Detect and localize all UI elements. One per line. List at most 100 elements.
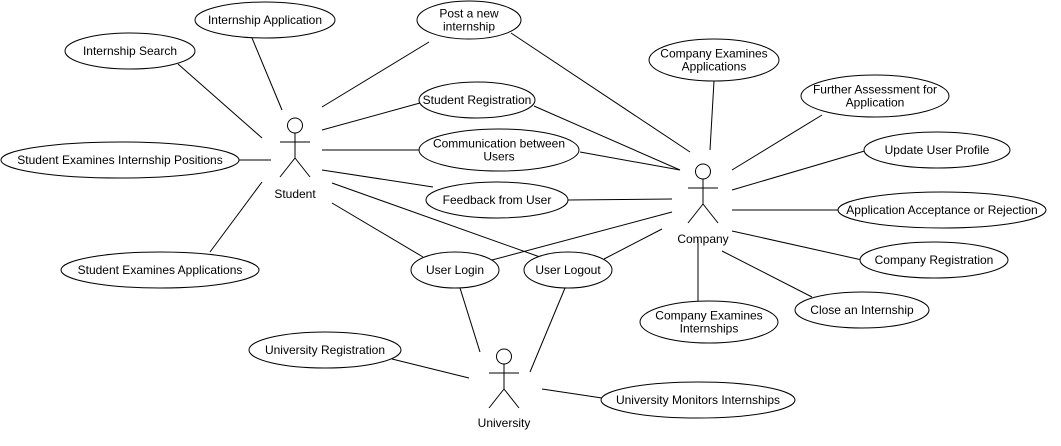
use-case-label: Internship Application: [208, 13, 322, 27]
use-case-label: Application Acceptance or Rejection: [846, 203, 1037, 217]
association-student-student-examines-applications: [209, 181, 263, 253]
association-company-close-internship: [721, 250, 813, 298]
association-company-post-internship: [510, 32, 691, 153]
actor-company[interactable]: Company: [677, 163, 729, 246]
use-case-label: Update User Profile: [885, 143, 990, 157]
association-company-feedback: [567, 198, 673, 201]
use-case-update-profile[interactable]: Update User Profile: [863, 131, 1011, 169]
use-case-ellipse: [416, 0, 522, 40]
association-university-user-login: [459, 287, 481, 353]
use-case-university-registration[interactable]: University Registration: [248, 331, 402, 369]
use-case-ellipse: [863, 131, 1011, 169]
association-student-internship-search: [177, 63, 263, 139]
use-case-ellipse: [639, 300, 779, 344]
actor-left-leg: [279, 157, 296, 178]
use-case-label: University Monitors Internships: [616, 393, 780, 407]
association-university-user-logout: [529, 287, 566, 373]
use-case-label: Company Examines: [660, 47, 767, 61]
actor-head: [287, 117, 303, 134]
use-case-label: University Registration: [265, 343, 385, 357]
use-case-company-registration[interactable]: Company Registration: [859, 241, 1009, 279]
use-case-ellipse: [523, 251, 613, 289]
use-case-label: Applications: [682, 60, 747, 74]
use-case-ellipse: [800, 74, 950, 118]
actor-head: [496, 348, 512, 365]
association-university-university-monitors: [541, 388, 603, 399]
use-case-ellipse: [0, 141, 240, 179]
use-case-close-internship[interactable]: Close an Internship: [794, 291, 930, 329]
association-student-post-internship: [321, 41, 430, 108]
use-case-ellipse: [648, 38, 780, 82]
use-case-label: Internship Search: [83, 44, 177, 58]
actor-label: University: [478, 416, 531, 430]
association-company-communication: [579, 151, 681, 171]
use-case-ellipse: [248, 331, 402, 369]
use-case-university-monitors[interactable]: University Monitors Internships: [600, 381, 796, 419]
use-case-acceptance-rejection[interactable]: Application Acceptance or Rejection: [837, 191, 1047, 229]
actor-label: Company: [677, 232, 728, 246]
use-case-label: Users: [483, 150, 514, 164]
use-case-student-examines-positions[interactable]: Student Examines Internship Positions: [0, 141, 240, 179]
use-case-label: Student Examines Applications: [78, 263, 243, 277]
use-case-label: Company Registration: [875, 253, 994, 267]
association-company-user-logout: [603, 228, 663, 260]
use-case-student-examines-applications[interactable]: Student Examines Applications: [60, 251, 260, 289]
use-case-label: Further Assessment for: [813, 83, 937, 97]
use-case-internship-search[interactable]: Internship Search: [64, 32, 196, 70]
association-student-internship-application: [251, 37, 283, 111]
use-case-ellipse: [418, 128, 580, 172]
association-student-student-registration: [321, 102, 421, 131]
use-case-label: Student Examines Internship Positions: [17, 153, 222, 167]
use-case-label: Student Registration: [423, 93, 532, 107]
association-company-update-profile: [731, 149, 869, 191]
actor-university[interactable]: University: [478, 348, 531, 430]
association-university-university-registration: [391, 358, 470, 379]
use-case-label: Close an Internship: [810, 303, 914, 317]
association-company-student-registration: [533, 105, 681, 171]
use-case-internship-application[interactable]: Internship Application: [194, 1, 336, 39]
use-case-label: User Logout: [535, 263, 601, 277]
use-case-student-registration[interactable]: Student Registration: [418, 81, 536, 119]
use-case-ellipse: [859, 241, 1009, 279]
association-company-company-examines-applications: [709, 80, 715, 151]
use-case-feedback[interactable]: Feedback from User: [425, 181, 569, 219]
association-student-feedback: [321, 169, 434, 188]
association-student-user-login: [331, 202, 424, 258]
use-case-user-login[interactable]: User Login: [410, 251, 500, 289]
use-case-ellipse: [64, 32, 196, 70]
use-case-ellipse: [794, 291, 930, 329]
use-case-ellipse: [194, 1, 336, 39]
use-case-label: Application: [846, 96, 905, 110]
use-case-ellipse: [410, 251, 500, 289]
use-case-label: Post a new: [439, 7, 499, 21]
actor-left-leg: [488, 388, 505, 409]
association-company-company-registration: [731, 230, 863, 261]
use-case-label: User Login: [426, 263, 484, 277]
use-case-user-logout[interactable]: User Logout: [523, 251, 613, 289]
association-company-further-assessment: [731, 114, 823, 171]
actor-student[interactable]: Student: [274, 117, 316, 201]
use-case-label: Internships: [680, 322, 739, 336]
actor-label: Student: [274, 187, 316, 201]
use-case-label: internship: [443, 20, 495, 34]
association-student-user-logout: [331, 182, 541, 258]
use-case-label: Company Examines: [655, 309, 762, 323]
use-case-ellipse: [837, 191, 1047, 229]
use-case-ellipse: [600, 381, 796, 419]
use-case-label: Communication between: [433, 137, 565, 151]
use-cases: Internship Application Post a newinternsh…: [0, 0, 1047, 419]
actor-right-leg: [294, 157, 311, 178]
use-case-label: Feedback from User: [443, 193, 552, 207]
association-lines: [177, 32, 869, 399]
actor-head: [695, 163, 711, 180]
actor-right-leg: [503, 388, 520, 409]
actor-right-leg: [702, 203, 719, 224]
